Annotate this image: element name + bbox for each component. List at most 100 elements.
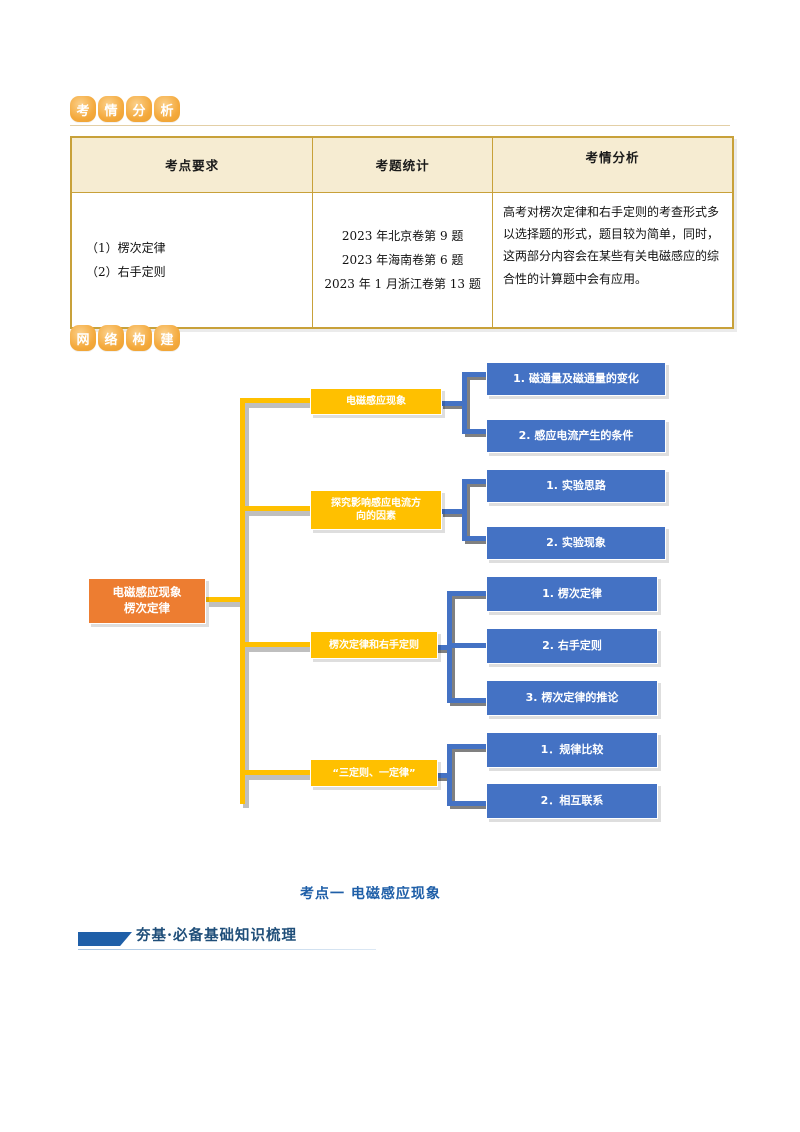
leaf-label: 2．相互联系: [540, 794, 604, 808]
exam-analysis-table: 考点要求 考题统计 考情分析 （1）楞次定律 （2）右手定则 2023 年北京卷…: [70, 136, 734, 329]
branch-label: 楞次定律和右手定则: [329, 639, 419, 651]
leaf-connector: [440, 509, 465, 514]
badge-knowledge-network: 网 络 构 建: [70, 325, 180, 351]
mindmap-leaf-node-2-1[interactable]: 1. 实验思路: [486, 469, 666, 503]
badge-chip: 网: [70, 325, 96, 351]
col-header-requirements: 考点要求: [70, 136, 314, 193]
leaf-connector-shadow: [443, 404, 468, 409]
leaf-connector-shadow: [465, 375, 489, 380]
cell-requirements: （1）楞次定律 （2）右手定则: [70, 192, 314, 329]
col-header-analysis: 考情分析: [491, 136, 734, 193]
branch-label-line1: 探究影响感应电流方: [331, 498, 421, 509]
section-heading-bar: 夯基·必备基础知识梳理: [70, 920, 380, 954]
leaf-label: 2. 实验现象: [546, 536, 606, 550]
badge-chip: 考: [70, 96, 96, 122]
branch-connector: [240, 770, 310, 775]
mindmap-root-node[interactable]: 电磁感应现象 楞次定律: [88, 578, 206, 624]
root-label-line1: 电磁感应现象: [112, 585, 182, 600]
badge-chip: 析: [154, 96, 180, 122]
leaf-connector: [462, 479, 486, 484]
leaf-connector: [462, 536, 486, 541]
leaf-connector: [440, 401, 465, 406]
branch-connector: [240, 642, 310, 647]
branch-label: 电磁感应现象: [346, 396, 406, 407]
leaf-connector-shadow: [428, 776, 453, 781]
leaf-connector-shadow: [450, 701, 489, 706]
leaf-connector-shadow: [465, 375, 470, 437]
cell-statistics: 2023 年北京卷第 9 题 2023 年海南卷第 6 题 2023 年 1 月…: [312, 192, 493, 329]
leaf-label: 1．规律比较: [540, 743, 604, 757]
mindmap-leaf-node-3-3[interactable]: 3. 楞次定律的推论: [486, 680, 658, 716]
badge-chip: 情: [98, 96, 124, 122]
leaf-label: 2. 右手定则: [542, 639, 602, 653]
section-heading-text: 夯基·必备基础知识梳理: [136, 927, 298, 944]
leaf-connector-shadow: [450, 594, 455, 706]
section-underline: [78, 949, 376, 950]
leaf-connector-shadow: [450, 804, 489, 809]
branch-label: “三定则、一定律”: [332, 767, 416, 779]
leaf-connector: [462, 372, 467, 434]
mindmap-leaf-node-2-2[interactable]: 2. 实验现象: [486, 526, 666, 560]
branch-connector: [240, 398, 310, 403]
trunk-shadow: [243, 402, 313, 408]
leaf-label: 2. 感应电流产生的条件: [518, 429, 634, 443]
statistic-item: 2023 年北京卷第 9 题: [341, 229, 464, 243]
mindmap-branch-node-4[interactable]: “三定则、一定律”: [310, 759, 438, 787]
leaf-connector: [447, 744, 486, 749]
leaf-connector: [447, 744, 452, 806]
leaf-connector-shadow: [450, 747, 455, 809]
leaf-connector-shadow: [465, 432, 489, 437]
leaf-connector: [447, 643, 486, 648]
table-row: （1）楞次定律 （2）右手定则 2023 年北京卷第 9 题 2023 年海南卷…: [70, 192, 734, 329]
leaf-connector: [462, 429, 486, 434]
leaf-label: 1. 楞次定律: [542, 587, 602, 601]
trunk-shadow: [243, 774, 313, 780]
cell-analysis: 高考对楞次定律和右手定则的考查形式多以选择题的形式，题目较为简单，同时，这两部分…: [491, 192, 734, 329]
leaf-connector: [447, 801, 486, 806]
requirement-item: （1）楞次定律: [86, 241, 166, 255]
leaf-connector-shadow: [450, 594, 489, 599]
mindmap-leaf-node-1-1[interactable]: 1. 磁通量及磁通量的变化: [486, 362, 666, 396]
requirement-item: （2）右手定则: [86, 265, 166, 279]
mindmap-leaf-node-3-1[interactable]: 1. 楞次定律: [486, 576, 658, 612]
mindmap-leaf-node-1-2[interactable]: 2. 感应电流产生的条件: [486, 419, 666, 453]
mindmap-branch-node-3[interactable]: 楞次定律和右手定则: [310, 631, 438, 659]
leaf-label: 1. 实验思路: [546, 479, 606, 493]
badge-chip: 分: [126, 96, 152, 122]
root-label-line2: 楞次定律: [124, 601, 170, 615]
leaf-connector-shadow: [465, 539, 489, 544]
branch-label-line2: 向的因素: [356, 511, 396, 522]
trunk-shadow: [209, 601, 249, 607]
mindmap-branch-node-1[interactable]: 电磁感应现象: [310, 388, 442, 415]
leaf-connector-shadow: [465, 482, 489, 487]
leaf-connector-shadow: [443, 512, 468, 517]
parallelogram-marker-icon: [78, 932, 132, 946]
table-header-row: 考点要求 考题统计 考情分析: [70, 136, 734, 193]
mindmap-branch-node-2[interactable]: 探究影响感应电流方 向的因素: [310, 490, 442, 530]
leaf-connector-shadow: [428, 648, 453, 653]
trunk-shadow: [243, 510, 313, 516]
trunk-shadow: [243, 646, 313, 652]
badge-chip: 络: [98, 325, 124, 351]
mindmap-leaf-node-4-2[interactable]: 2．相互联系: [486, 783, 658, 819]
leaf-connector-shadow: [465, 482, 470, 544]
leaf-connector-shadow: [450, 747, 489, 752]
statistic-item: 2023 年海南卷第 6 题: [341, 253, 464, 267]
statistic-item: 2023 年 1 月浙江卷第 13 题: [324, 277, 481, 291]
trunk-root-stub: [205, 597, 245, 602]
badge-chip: 建: [154, 325, 180, 351]
kaodian-heading: 考点一 电磁感应现象: [300, 886, 520, 906]
leaf-connector: [462, 372, 486, 377]
leaf-connector: [447, 698, 486, 703]
mindmap-leaf-node-4-1[interactable]: 1．规律比较: [486, 732, 658, 768]
mindmap-leaf-node-3-2[interactable]: 2. 右手定则: [486, 628, 658, 664]
col-header-statistics: 考题统计: [312, 136, 493, 193]
leaf-label: 3. 楞次定律的推论: [525, 691, 619, 705]
branch-connector: [240, 506, 310, 511]
trunk-shadow: [243, 402, 249, 808]
mindmap-diagram: 电磁感应现象 楞次定律 电磁感应现象 探究影响感应电流方 向的因素 楞次定律和右…: [0, 350, 800, 840]
leaf-connector: [462, 479, 467, 541]
trunk-vertical: [240, 398, 245, 804]
kaodian-heading-text: 考点一 电磁感应现象: [300, 886, 441, 902]
